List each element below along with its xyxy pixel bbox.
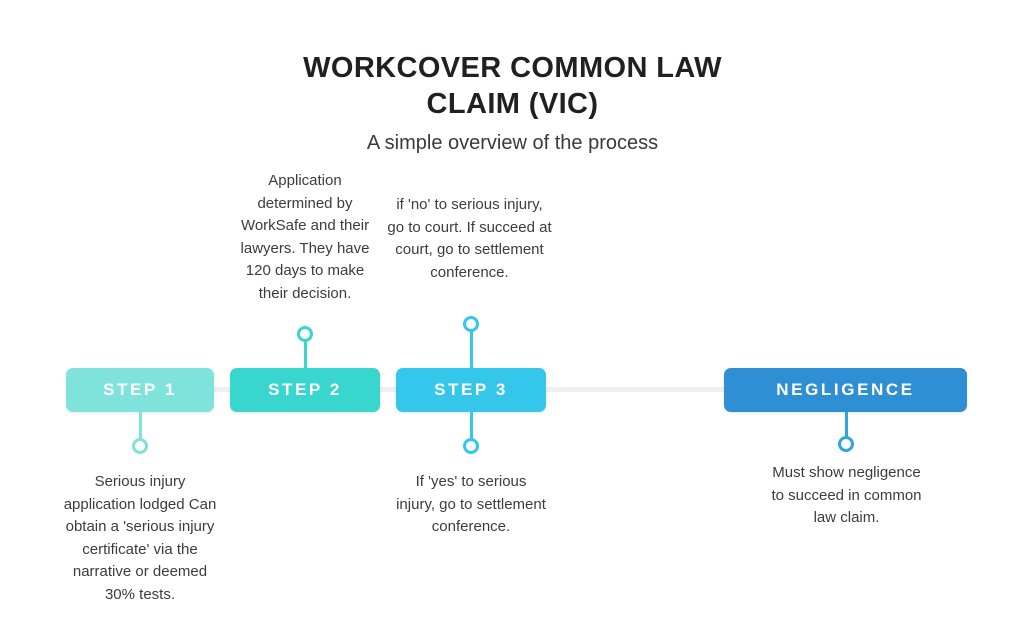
connector-step-1-down <box>132 412 148 454</box>
connector-stem <box>470 324 473 368</box>
caption-step-3-below: If 'yes' to serious injury, go to settle… <box>396 473 546 535</box>
step-box-step-2[interactable]: STEP 2 <box>230 368 380 412</box>
caption-step-2-above: Application determined by WorkSafe and t… <box>240 172 370 302</box>
step-box-label: STEP 1 <box>103 380 177 399</box>
rail-segment-step1-step2 <box>200 387 240 392</box>
connector-stem <box>470 412 473 446</box>
step-box-step-1[interactable]: STEP 1 <box>66 368 214 412</box>
step-box-negligence[interactable]: NEGLIGENCE <box>724 368 967 412</box>
connector-step-3-down <box>463 412 479 454</box>
connector-ring-icon <box>463 316 479 332</box>
step-box-label: NEGLIGENCE <box>776 380 915 399</box>
connector-stem <box>304 334 307 368</box>
connector-step-2-up <box>297 326 313 368</box>
title-line-2: CLAIM (VIC) <box>426 88 599 120</box>
connector-step-3-up <box>463 316 479 368</box>
connector-ring-icon <box>132 438 148 454</box>
connector-negligence-down <box>838 412 854 452</box>
connector-ring-icon <box>297 326 313 342</box>
step-box-label: STEP 2 <box>268 380 342 399</box>
rail-segment-step3-negligence <box>540 387 735 392</box>
page-title: WORKCOVER COMMON LAW CLAIM (VIC) <box>0 50 1025 122</box>
step-box-label: STEP 3 <box>434 380 508 399</box>
caption-step-3-above: if 'no' to serious injury, go to court. … <box>387 196 552 281</box>
title-line-1: WORKCOVER COMMON LAW <box>303 52 722 84</box>
step-box-step-3[interactable]: STEP 3 <box>396 368 546 412</box>
connector-stem <box>845 412 848 444</box>
connector-ring-icon <box>463 438 479 454</box>
caption-step-1-below: Serious injury application lodged Can ob… <box>63 473 217 603</box>
page-subtitle: A simple overview of the process <box>366 132 659 154</box>
connector-ring-icon <box>838 436 854 452</box>
rail-segment-step2-step3 <box>370 387 410 392</box>
caption-negligence-below: Must show negligence to succeed in commo… <box>771 464 922 526</box>
connector-stem <box>139 412 142 446</box>
